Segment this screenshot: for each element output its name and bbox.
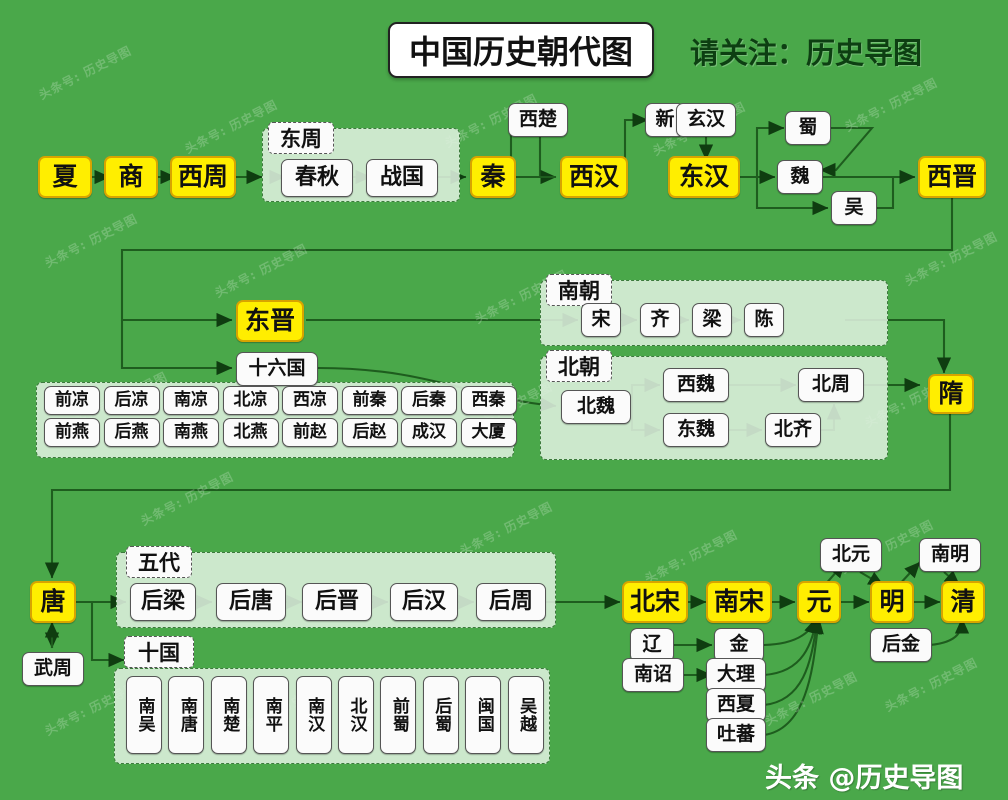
- watermark: 头条号: 历史导图: [42, 211, 140, 271]
- node-beizhou[interactable]: 北周: [798, 368, 864, 402]
- node-sixteen-kingdom[interactable]: 后秦: [401, 386, 457, 415]
- group-label-dongzhou: 东周: [268, 122, 334, 154]
- node-tang[interactable]: 唐: [30, 581, 76, 623]
- node-sixteen-kingdom[interactable]: 南凉: [163, 386, 219, 415]
- node-jin[interactable]: 金: [714, 628, 764, 662]
- node-dongwei[interactable]: 东魏: [663, 413, 729, 447]
- node-shang[interactable]: 商: [104, 156, 158, 198]
- node-qin[interactable]: 秦: [470, 156, 516, 198]
- node-houhan[interactable]: 后汉: [390, 583, 458, 621]
- node-sixteen-kingdom[interactable]: 后凉: [103, 386, 160, 415]
- node-sixteen-kingdom[interactable]: 前赵: [282, 418, 338, 447]
- page-title: 中国历史朝代图: [388, 22, 654, 78]
- node-ten-kingdom[interactable]: 北汉: [338, 676, 374, 754]
- node-sixteen-kingdom[interactable]: 成汉: [401, 418, 457, 447]
- node-sixteen-kingdom[interactable]: 后燕: [103, 418, 160, 447]
- node-xihan[interactable]: 西汉: [560, 156, 628, 198]
- node-xixia[interactable]: 西夏: [706, 688, 766, 722]
- node-xijin[interactable]: 西晋: [918, 156, 986, 198]
- node-sixteen-kingdom[interactable]: 大厦: [460, 418, 517, 447]
- node-beiyuan[interactable]: 北元: [820, 538, 882, 572]
- node-sixteen-kingdom[interactable]: 南燕: [163, 418, 219, 447]
- node-beiqi[interactable]: 北齐: [765, 413, 821, 447]
- node-shu[interactable]: 蜀: [785, 111, 831, 145]
- node-wuzhou[interactable]: 武周: [22, 652, 84, 686]
- watermark: 头条号: 历史导图: [642, 527, 740, 587]
- node-zhanguo[interactable]: 战国: [366, 159, 438, 197]
- node-sixteen-kingdom[interactable]: 西秦: [460, 386, 517, 415]
- node-houliang[interactable]: 后梁: [130, 583, 196, 621]
- node-tubo[interactable]: 吐蕃: [706, 718, 766, 752]
- node-qi[interactable]: 齐: [640, 303, 680, 337]
- node-song-nanchao[interactable]: 宋: [581, 303, 621, 337]
- node-sixteen-kingdom[interactable]: 前秦: [341, 386, 398, 415]
- node-shiliuguo[interactable]: 十六国: [236, 352, 318, 386]
- node-xuanhan[interactable]: 玄汉: [676, 103, 736, 137]
- group-label-shiguo: 十国: [124, 636, 194, 668]
- node-beiwei[interactable]: 北魏: [561, 390, 631, 424]
- node-ten-kingdom[interactable]: 吴越: [507, 676, 544, 754]
- node-ten-kingdom[interactable]: 南楚: [210, 676, 247, 754]
- node-sixteen-kingdom[interactable]: 西凉: [282, 386, 338, 415]
- node-sixteen-kingdom[interactable]: 前燕: [44, 418, 100, 447]
- node-qing[interactable]: 清: [941, 581, 985, 623]
- node-ten-kingdom[interactable]: 后蜀: [422, 676, 459, 754]
- node-houtang[interactable]: 后唐: [216, 583, 286, 621]
- node-xiwei[interactable]: 西魏: [663, 368, 729, 402]
- watermark: 头条号: 历史导图: [457, 499, 555, 559]
- footer-watermark: 头条 @历史导图: [765, 763, 964, 794]
- node-xia[interactable]: 夏: [38, 156, 92, 198]
- group-label-nanchao: 南朝: [546, 274, 612, 306]
- node-sui[interactable]: 隋: [928, 374, 974, 414]
- watermark: 头条号: 历史导图: [212, 241, 310, 301]
- node-chunqiu[interactable]: 春秋: [281, 159, 353, 197]
- node-nansong[interactable]: 南宋: [706, 581, 772, 623]
- watermark: 头条号: 历史导图: [842, 75, 940, 135]
- node-donghan[interactable]: 东汉: [668, 156, 740, 198]
- node-sixteen-kingdom[interactable]: 后赵: [341, 418, 398, 447]
- watermark: 头条号: 历史导图: [36, 43, 134, 103]
- node-chen[interactable]: 陈: [744, 303, 784, 337]
- node-wu[interactable]: 吴: [831, 191, 877, 225]
- node-houjin-late[interactable]: 后金: [870, 628, 932, 662]
- watermark: 头条号: 历史导图: [138, 469, 236, 529]
- node-wei[interactable]: 魏: [777, 160, 823, 194]
- group-label-beichao: 北朝: [546, 350, 612, 382]
- watermark: 头条号: 历史导图: [902, 229, 1000, 289]
- node-xichu[interactable]: 西楚: [508, 103, 568, 137]
- node-houzhou[interactable]: 后周: [476, 583, 546, 621]
- node-ten-kingdom[interactable]: 南吴: [126, 676, 162, 754]
- group-label-wudai: 五代: [126, 546, 192, 578]
- node-xizhou[interactable]: 西周: [170, 156, 236, 198]
- node-nanming[interactable]: 南明: [919, 538, 981, 572]
- node-ming[interactable]: 明: [870, 581, 914, 623]
- watermark: 头条号: 历史导图: [762, 669, 860, 729]
- node-ten-kingdom[interactable]: 南汉: [295, 676, 332, 754]
- node-houjin[interactable]: 后晋: [302, 583, 372, 621]
- node-liang[interactable]: 梁: [692, 303, 732, 337]
- node-dongjin[interactable]: 东晋: [236, 300, 304, 342]
- node-ten-kingdom[interactable]: 南平: [253, 676, 290, 754]
- node-dali[interactable]: 大理: [706, 658, 766, 692]
- node-sixteen-kingdom[interactable]: 北燕: [222, 418, 279, 447]
- node-ten-kingdom[interactable]: 闽国: [465, 676, 502, 754]
- node-liao[interactable]: 辽: [630, 628, 674, 662]
- node-beisong[interactable]: 北宋: [622, 581, 688, 623]
- node-nanzhao[interactable]: 南诏: [622, 658, 684, 692]
- node-sixteen-kingdom[interactable]: 北凉: [222, 386, 279, 415]
- node-sixteen-kingdom[interactable]: 前凉: [44, 386, 100, 415]
- node-ten-kingdom[interactable]: 前蜀: [380, 676, 417, 754]
- node-yuan[interactable]: 元: [797, 581, 841, 623]
- node-ten-kingdom[interactable]: 南唐: [168, 676, 205, 754]
- follow-prompt: 请关注：历史导图: [690, 36, 923, 70]
- watermark: 头条号: 历史导图: [882, 655, 980, 715]
